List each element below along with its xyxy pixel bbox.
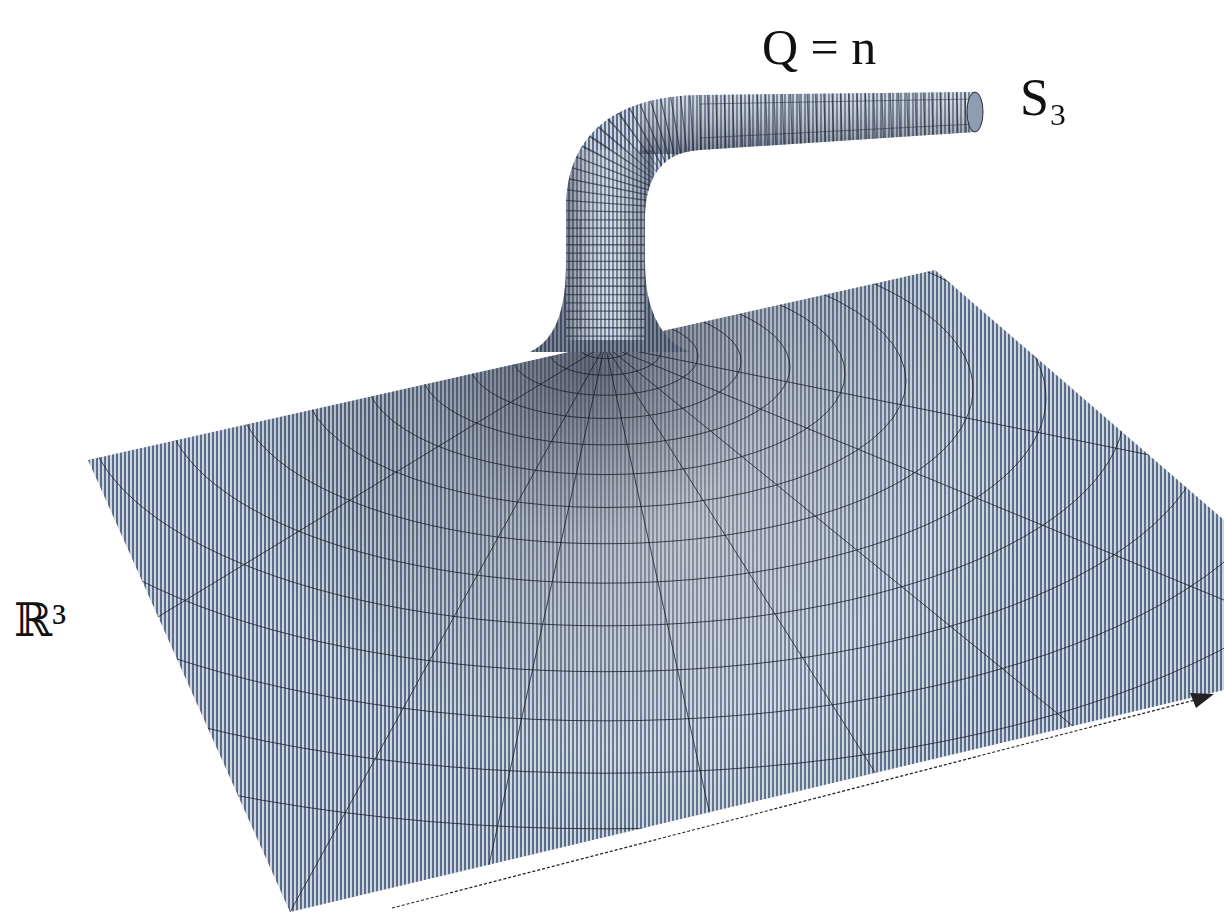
grid-radial <box>290 345 605 912</box>
grid-circle <box>0 107 1224 773</box>
plane-highlight <box>88 270 1224 912</box>
charge-label: Q = n <box>762 22 876 72</box>
grid-radial <box>480 345 605 905</box>
grid-radial <box>605 345 900 812</box>
grid-radial <box>605 345 1224 600</box>
grid-circle <box>0 136 1224 721</box>
grid-radial <box>605 345 1224 470</box>
grid-radial <box>605 345 720 860</box>
space-label: ℝ³ <box>14 598 66 644</box>
plane-surface <box>88 270 1224 912</box>
arrow-head <box>1190 693 1214 708</box>
grid-circle <box>0 76 1224 829</box>
grid-radial <box>120 345 605 640</box>
plane-grid <box>0 76 1224 912</box>
direction-arrow <box>392 700 1195 908</box>
tube-rings <box>605 112 975 345</box>
plane-shadow <box>88 270 1224 912</box>
manifold-label: S₃ <box>1020 72 1067 124</box>
grid-radial <box>605 345 1090 740</box>
tube-lines <box>580 99 975 330</box>
tube-end <box>967 92 983 132</box>
